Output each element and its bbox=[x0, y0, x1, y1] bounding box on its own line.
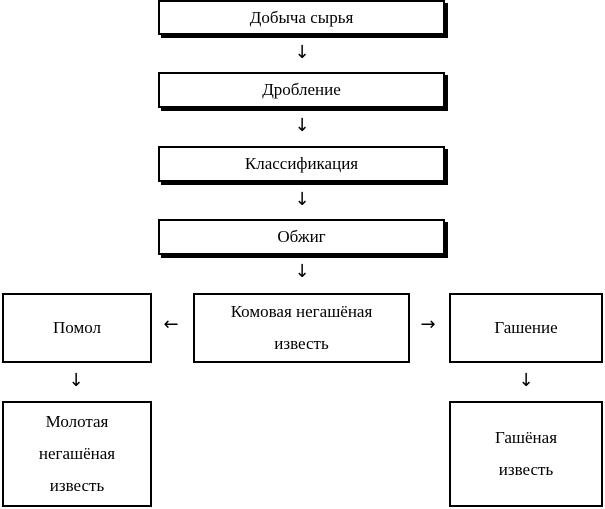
node-slaked-lime-line-1: Гашёная bbox=[494, 428, 558, 447]
node-slaking-label: Гашение bbox=[494, 318, 558, 337]
arrow-lump-lime-to-grinding: ← bbox=[163, 314, 179, 335]
node-grinding: Помол bbox=[2, 293, 152, 363]
node-extraction: Добыча сырья bbox=[158, 0, 445, 35]
node-crushing: Дробление bbox=[158, 72, 445, 108]
node-classification: Классификация bbox=[158, 146, 445, 182]
node-slaked-lime-line-2: известь bbox=[498, 460, 554, 479]
arrow-classification-to-firing: ↓ bbox=[294, 189, 310, 210]
node-slaked-lime: Гашёная известь bbox=[449, 401, 603, 507]
node-slaking: Гашение bbox=[449, 293, 603, 363]
node-ground-lime: Молотая негашёная известь bbox=[2, 401, 152, 507]
node-ground-lime-line-1: Молотая bbox=[45, 412, 109, 431]
arrow-crushing-to-classification: ↓ bbox=[294, 115, 310, 136]
node-crushing-label: Дробление bbox=[262, 80, 341, 99]
node-lump-lime-line-1: Комовая негашёная bbox=[230, 302, 373, 321]
arrow-slaking-to-slaked-lime: ↓ bbox=[518, 370, 534, 391]
arrow-firing-to-lump-lime: ↓ bbox=[294, 261, 310, 282]
node-lump-lime-line-2: известь bbox=[274, 334, 329, 353]
node-ground-lime-line-3: известь bbox=[49, 476, 105, 495]
arrow-grinding-to-ground-lime: ↓ bbox=[68, 370, 84, 391]
node-grinding-label: Помол bbox=[53, 318, 101, 337]
node-ground-lime-line-2: негашёная bbox=[38, 444, 116, 463]
node-firing: Обжиг bbox=[158, 219, 445, 255]
node-extraction-label: Добыча сырья bbox=[249, 7, 354, 27]
arrow-extraction-to-crushing: ↓ bbox=[294, 42, 310, 63]
node-firing-label: Обжиг bbox=[277, 227, 326, 246]
arrow-lump-lime-to-slaking: → bbox=[420, 314, 436, 335]
node-classification-label: Классификация bbox=[244, 154, 359, 173]
node-lump-lime: Комовая негашёная известь bbox=[193, 293, 410, 363]
